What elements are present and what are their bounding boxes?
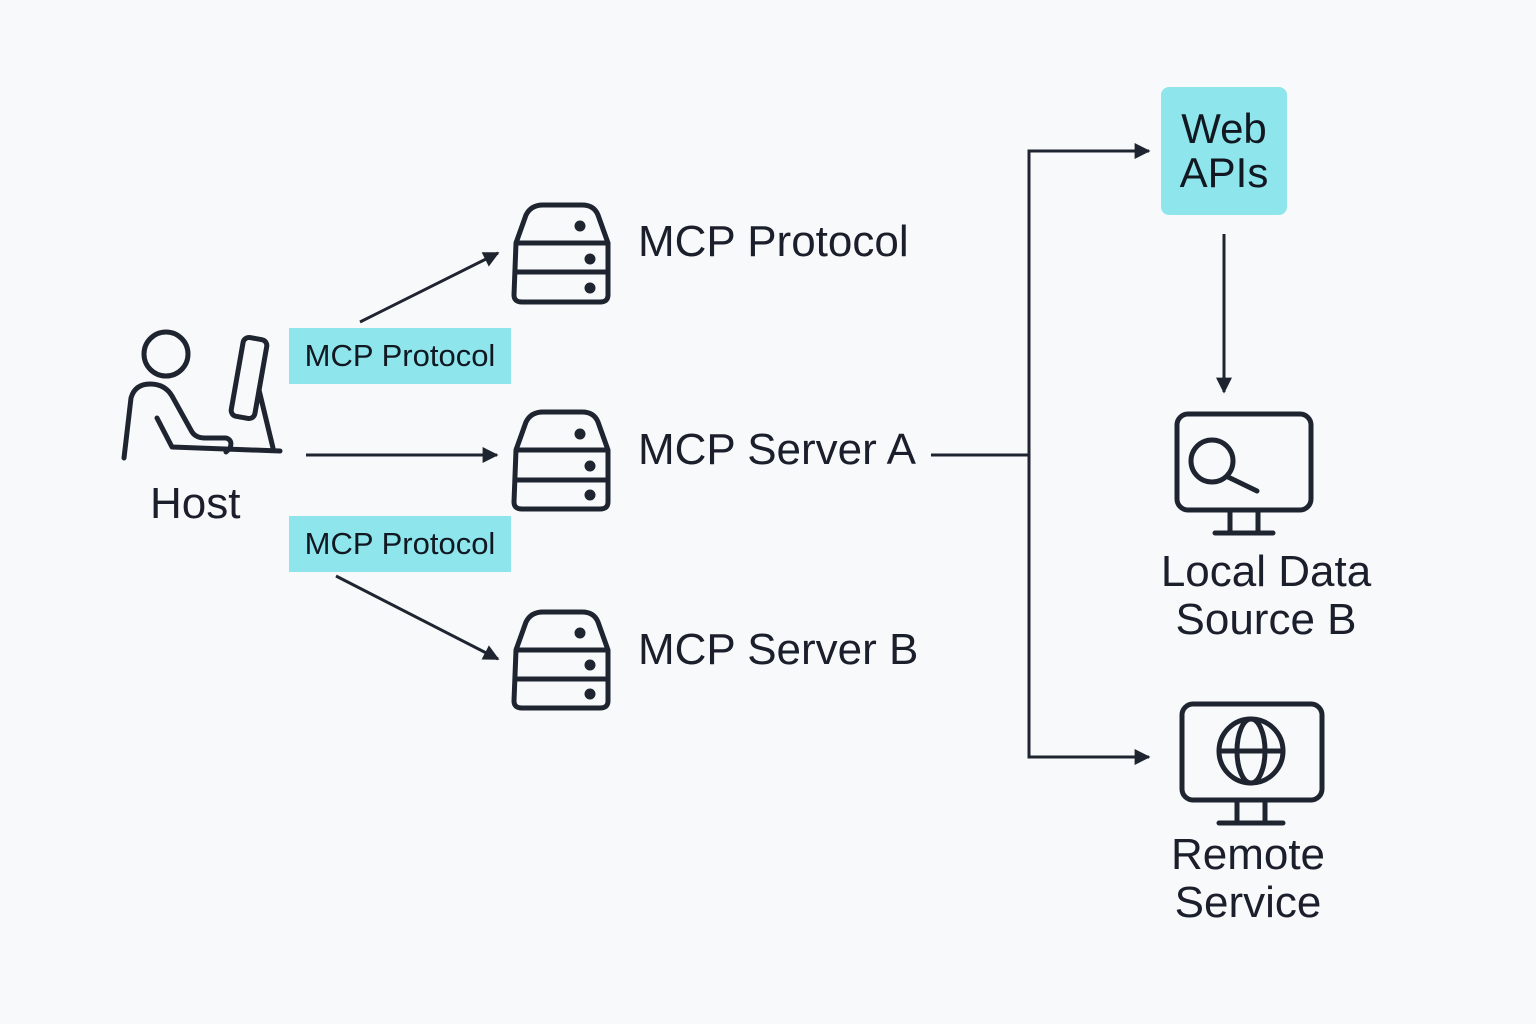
web-apis-node: Web APIs [1161,87,1287,215]
server-a-label: MCP Server A [638,425,916,474]
host-label: Host [150,479,241,528]
remote-service-label: Remote Service [1148,831,1348,927]
web-apis-label-line2: APIs [1179,149,1269,196]
edge-label-host-to-top: MCP Protocol [289,328,511,384]
remote-service-label-line2: Service [1174,878,1322,927]
server-icon [511,609,611,711]
edge-bus-to-web-apis [1027,143,1151,455]
host-icon [121,329,283,461]
server-top-label: MCP Protocol [638,217,909,266]
monitor-search-icon [1174,411,1314,536]
edge-host-to-top [359,251,500,324]
server-b-label: MCP Server B [638,625,919,674]
web-apis-label-line1: Web [1181,105,1267,152]
server-icon [511,409,611,512]
edge-bus-to-remote-service [1027,455,1151,765]
remote-service-label-line1: Remote [1170,830,1326,879]
local-data-label: Local Data Source B [1150,548,1382,644]
edge-label-host-to-server-b: MCP Protocol [289,516,511,572]
edge-host-to-server-b [335,574,500,661]
server-icon [511,202,611,305]
local-data-label-line2: Source B [1175,595,1357,644]
local-data-label-line1: Local Data [1160,547,1372,596]
monitor-globe-icon [1179,701,1325,826]
